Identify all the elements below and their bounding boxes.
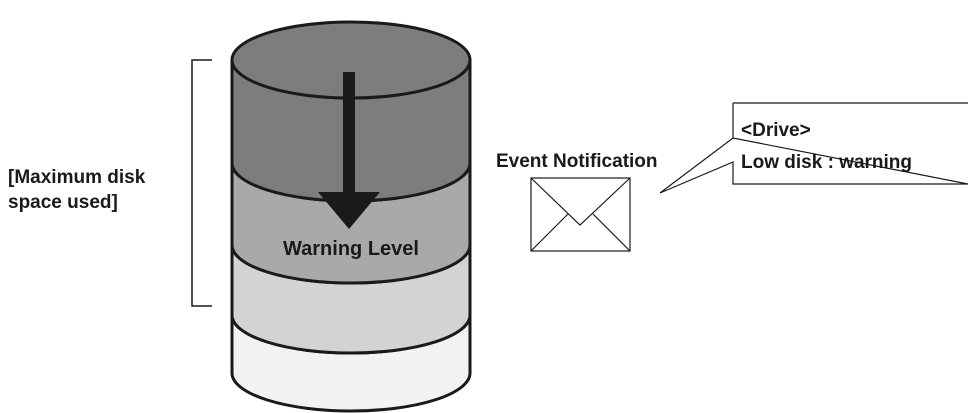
event-notification-label: Event Notification [496, 151, 658, 172]
envelope-icon [530, 177, 631, 252]
max-disk-label-line2: space used] [8, 192, 118, 213]
callout-line2: Low disk : warning [741, 152, 912, 173]
warning-level-label: Warning Level [283, 238, 419, 260]
max-usage-bracket [191, 59, 212, 307]
max-disk-label-line1: [Maximum disk [8, 167, 146, 188]
down-arrow-icon [318, 72, 380, 229]
callout-line1: <Drive> [741, 120, 811, 141]
notification-callout [659, 102, 968, 194]
